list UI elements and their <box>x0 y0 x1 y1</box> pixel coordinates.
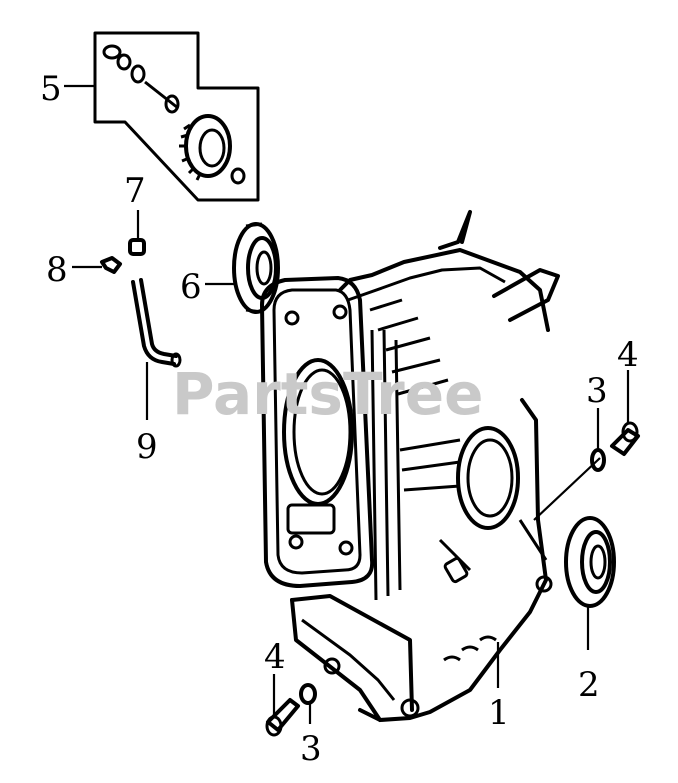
plug[interactable] <box>128 238 146 256</box>
callout-1: 1 <box>488 693 510 733</box>
callout-4-lower: 4 <box>264 637 286 677</box>
callout-6: 6 <box>180 267 202 307</box>
callout-7: 7 <box>124 171 146 211</box>
callout-2: 2 <box>578 665 600 705</box>
oil-seal-left[interactable] <box>232 222 280 314</box>
callout-5: 5 <box>40 69 62 109</box>
callout-9: 9 <box>136 427 158 467</box>
callout-3-lower: 3 <box>300 729 322 769</box>
crankcase[interactable] <box>260 210 560 722</box>
breather-tube[interactable] <box>131 278 182 368</box>
bolt-upper[interactable] <box>610 421 640 456</box>
callout-4-upper: 4 <box>617 335 639 375</box>
bolt-lower[interactable] <box>265 698 300 737</box>
callout-8: 8 <box>46 250 68 290</box>
watermark: PartsTree <box>172 360 483 428</box>
washer-lower[interactable] <box>299 683 317 705</box>
oil-seal-right[interactable] <box>564 516 616 608</box>
callout-3-upper: 3 <box>586 371 608 411</box>
governor-gear-assembly[interactable] <box>93 31 260 202</box>
hose-clip[interactable] <box>100 256 122 274</box>
